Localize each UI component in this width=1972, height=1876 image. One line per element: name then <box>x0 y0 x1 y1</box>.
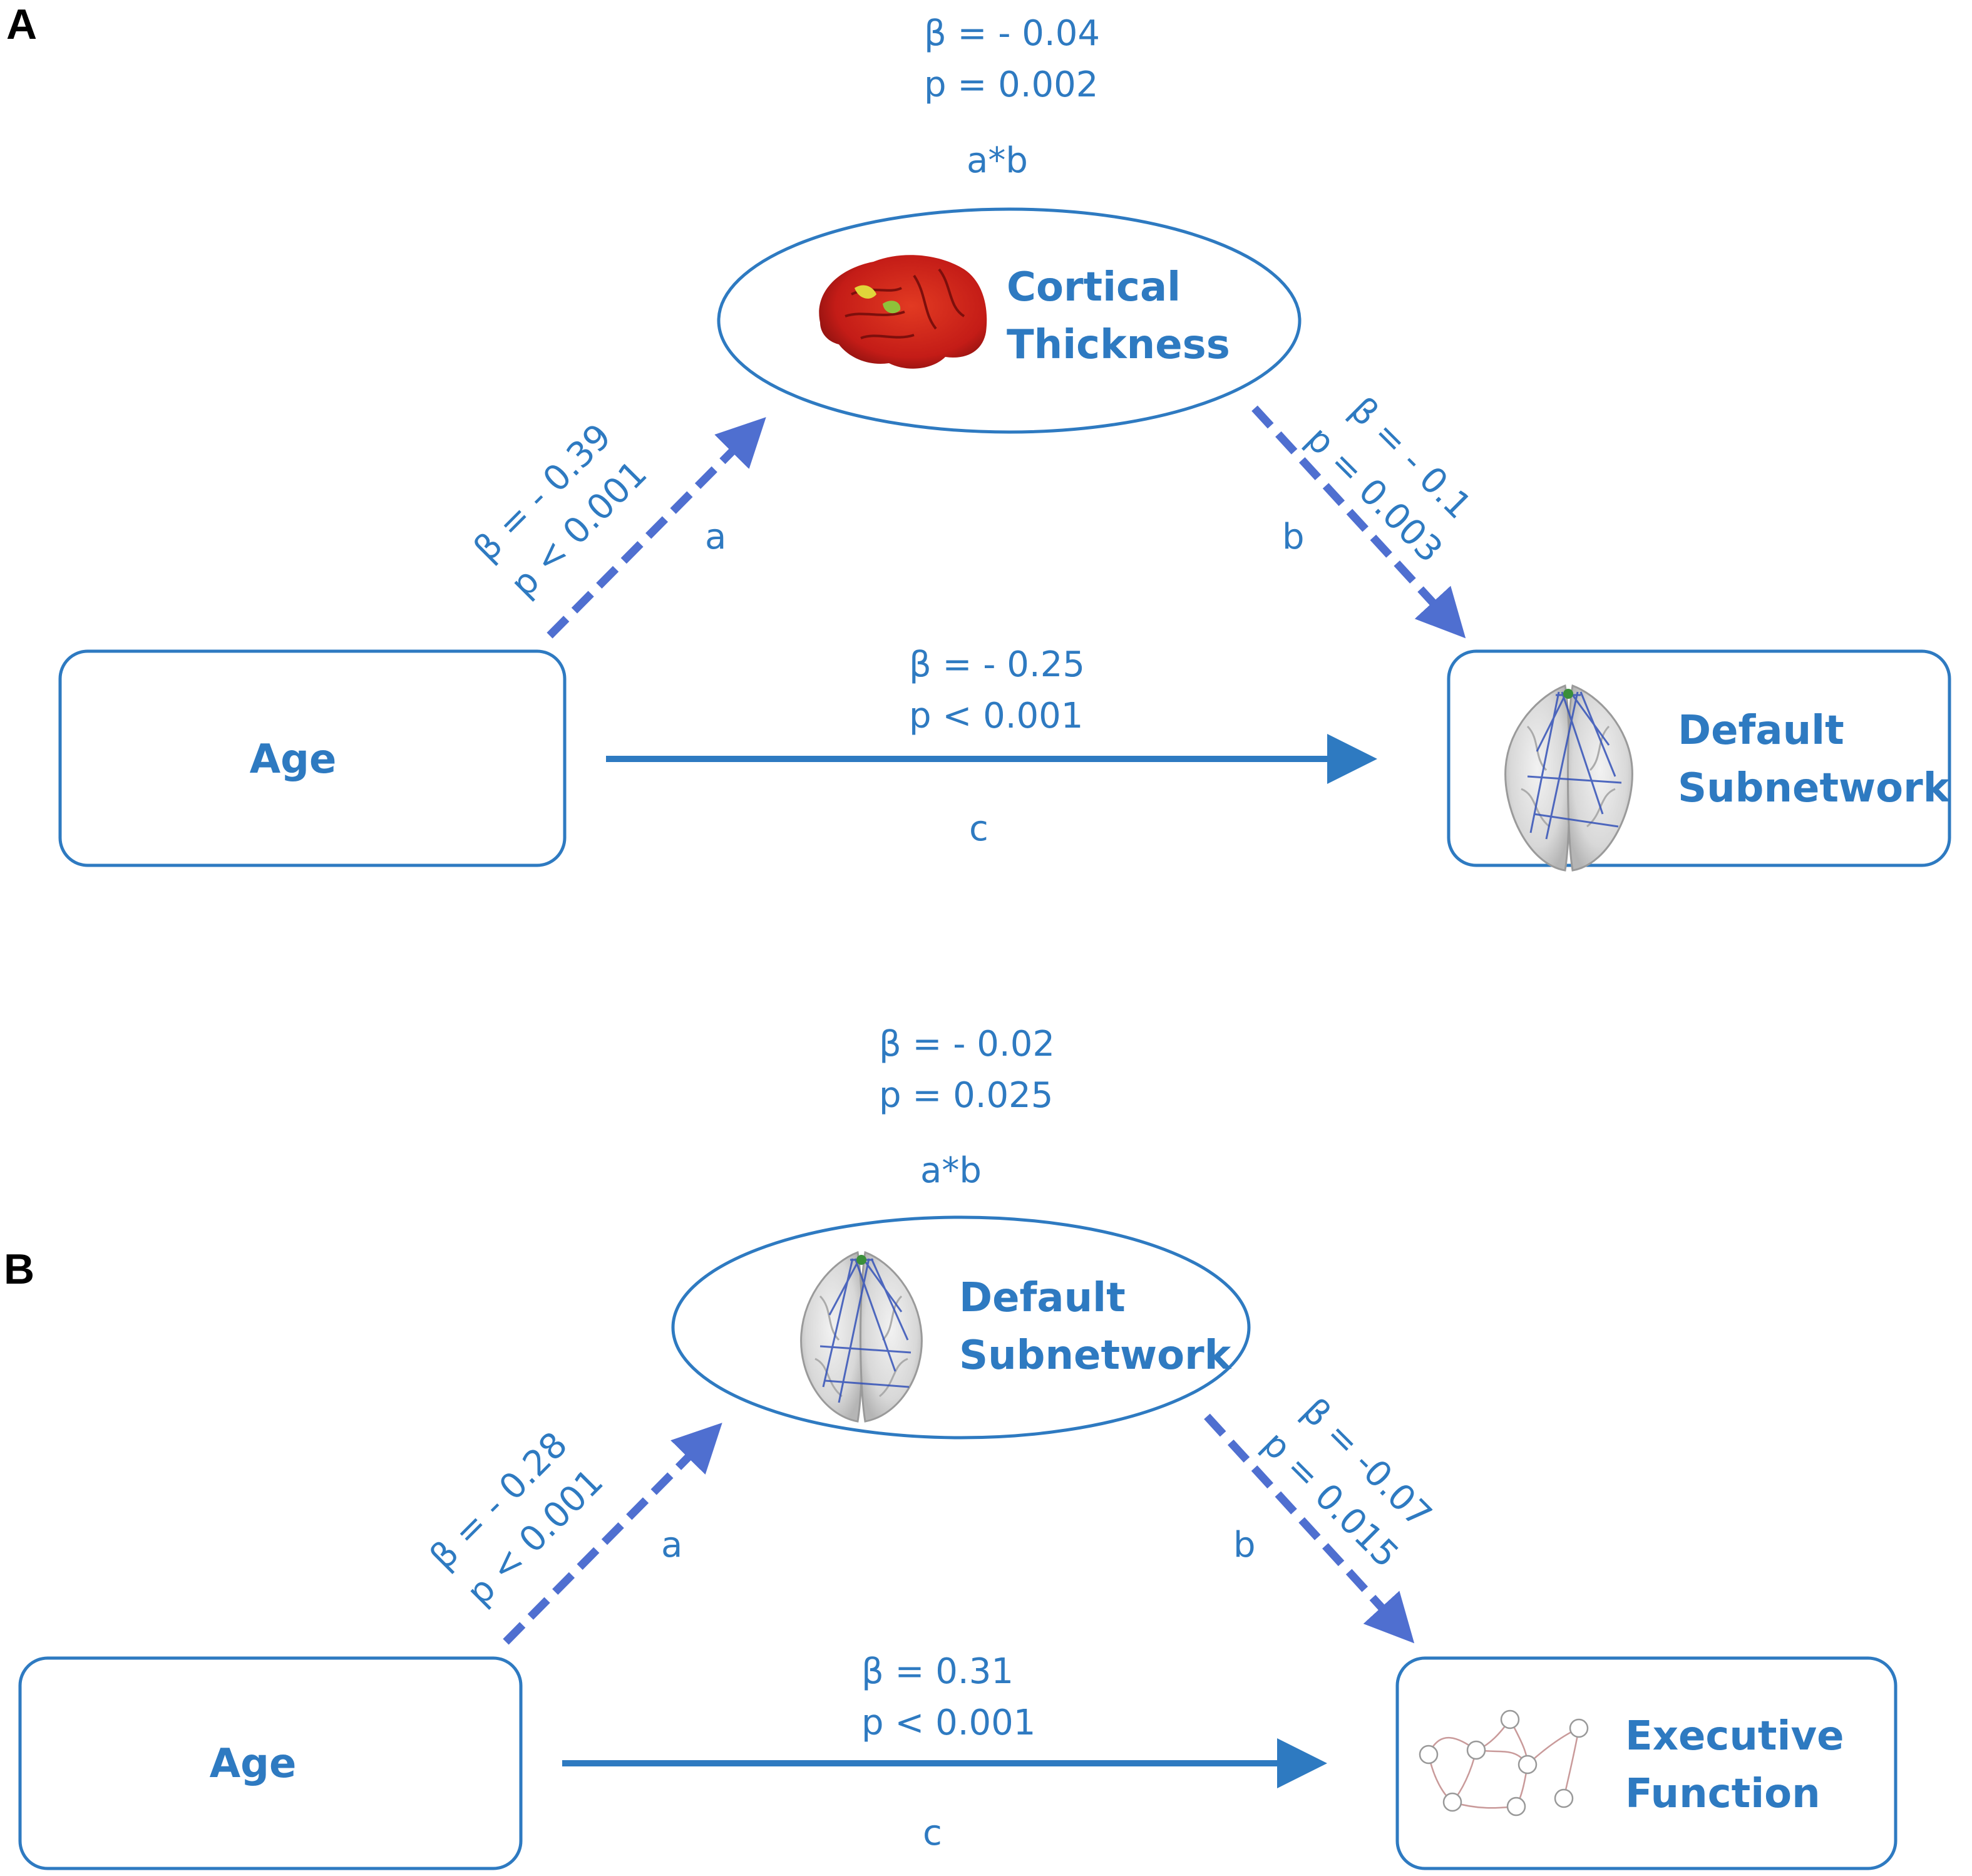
outcome-label-line2-b: Function <box>1625 1771 1821 1817</box>
path-c-label-b: c <box>923 1813 942 1853</box>
path-b-arrow-b <box>1204 1413 1415 1644</box>
predictor-label-a: Age <box>250 736 337 783</box>
mediator-ellipse-a <box>717 207 1302 434</box>
predictor-node-b: Age <box>18 1656 523 1870</box>
path-a-stats-a: β = - 0.39 p < 0.001 <box>466 416 655 606</box>
indirect-beta-b: β = - 0.02 <box>879 1024 1055 1064</box>
mediator-label-line1-a: Cortical <box>1007 264 1181 311</box>
path-b-arrow-a <box>1251 405 1466 639</box>
path-b-label-b: b <box>1233 1525 1256 1565</box>
predictor-label-b: Age <box>210 1741 297 1787</box>
indirect-label-b: a*b <box>920 1150 982 1191</box>
panel-letter-a: A <box>6 1 37 48</box>
panel-letter-b: B <box>4 1245 34 1293</box>
path-a-label-b: a <box>661 1525 682 1565</box>
mediator-node-a: Cortical Thickness <box>717 207 1302 434</box>
outcome-label-line1-b: Executive <box>1625 1713 1844 1760</box>
predictor-box-b <box>18 1656 523 1870</box>
indirect-p-b: p = 0.025 <box>879 1075 1053 1116</box>
path-b-stats-b: β = -0.07 p = 0.015 <box>1255 1391 1439 1575</box>
indirect-p-a: p = 0.002 <box>924 64 1098 105</box>
brain-cortex-icon <box>819 255 987 369</box>
panel-b: B β = - 0.02 p = 0.025 a*b <box>4 1024 1898 1870</box>
indirect-beta-a: β = - 0.04 <box>924 13 1100 54</box>
mediator-ellipse-b <box>671 1215 1251 1440</box>
outcome-box-b <box>1395 1656 1898 1870</box>
path-c-beta-a: β = - 0.25 <box>909 644 1085 685</box>
outcome-label-line2-a: Subnetwork <box>1678 765 1951 812</box>
outcome-node-b: Executive Function <box>1395 1656 1898 1870</box>
mediator-label-line1-b: Default <box>959 1275 1126 1321</box>
brain-network-icon <box>800 1250 923 1423</box>
indirect-label-a: a*b <box>967 140 1028 181</box>
path-c-label-a: c <box>969 808 989 849</box>
outcome-label-line1-a: Default <box>1678 708 1844 754</box>
path-b-stats-a: β = - 0.1 p = 0.003 <box>1298 389 1479 570</box>
path-c-beta-b: β = 0.31 <box>861 1651 1014 1692</box>
predictor-node-a: Age <box>58 649 567 867</box>
mediator-node-b: Default Subnetwork <box>671 1215 1251 1440</box>
outcome-node-a: Default Subnetwork <box>1447 649 1951 872</box>
path-a-label-a: a <box>705 517 726 557</box>
path-a-arrow-b <box>503 1423 722 1645</box>
mediator-label-line2-b: Subnetwork <box>959 1332 1232 1379</box>
path-b-label-a: b <box>1282 517 1305 557</box>
path-c-p-a: p < 0.001 <box>909 696 1083 736</box>
path-c-p-b: p < 0.001 <box>861 1703 1035 1743</box>
network-graph-icon <box>1419 1709 1589 1817</box>
brain-network-icon <box>1504 684 1633 872</box>
graph-nodes <box>1419 1709 1589 1817</box>
panel-a: A β = - 0.04 p = 0.002 a*b Cortical Thic… <box>6 1 1951 872</box>
path-a-arrow-a <box>547 417 766 639</box>
predictor-box-a <box>58 649 567 867</box>
mediator-label-line2-a: Thickness <box>1007 322 1230 368</box>
path-a-stats-b: β = - 0.28 p < 0.001 <box>423 1425 612 1614</box>
